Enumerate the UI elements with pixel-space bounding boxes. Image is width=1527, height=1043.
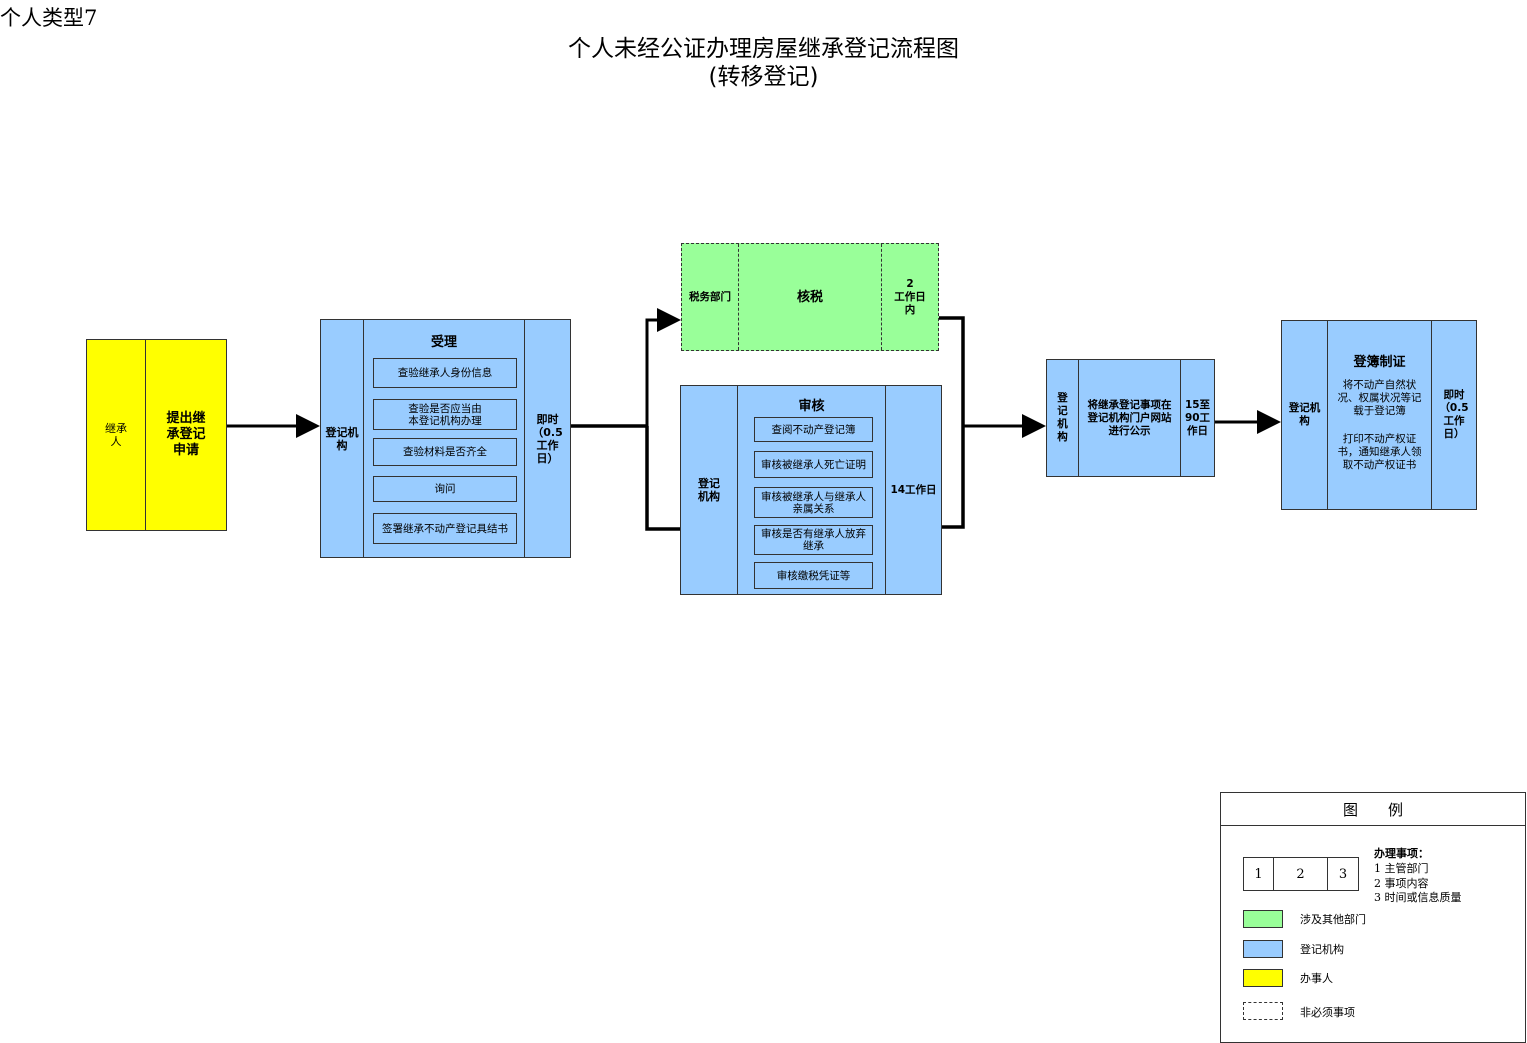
connector-from-tax (938, 316, 965, 426)
connector-from-review (942, 426, 965, 529)
step-register-header: 登簿制证 (1353, 355, 1406, 370)
accept-item: 询问 (373, 476, 517, 502)
legend-panel: 图 例 1 2 3 办理事项： 1 主管部门 2 事项内容 3 时间或信息质量 … (1220, 792, 1526, 1043)
step-register-text-record: 将不动产自然状 况、权属状况等记 载于登记簿 (1337, 379, 1422, 417)
accept-item: 查验是否应当由 本登记机构办理 (373, 399, 517, 430)
review-item: 查阅不动产登记簿 (754, 417, 873, 442)
step-apply-content: 提出继 承登记 申请 (166, 411, 206, 458)
step-review-dept: 登记 机构 (681, 386, 738, 594)
step-accept-body: 受理 查验继承人身份信息 查验是否应当由 本登记机构办理 查验材料是否齐全 询问… (364, 320, 524, 557)
legend-sample-cell: 3 (1338, 866, 1348, 882)
legend-sample-cell: 1 (1244, 858, 1274, 890)
legend-item: 1 主管部门 (1374, 862, 1429, 875)
step-tax-content: 核税 (796, 289, 823, 305)
step-accept-dept: 登记机 构 (321, 320, 364, 557)
step-apply-dept: 继承 人 (87, 340, 146, 530)
step-accept-time: 即时 （0.5 工作 日） (524, 320, 570, 557)
legend-blue-swatch (1243, 940, 1283, 958)
legend-green-label: 涉及其他部门 (1300, 913, 1366, 926)
legend-item: 2 事项内容 (1374, 877, 1429, 890)
step-tax: 税务部门 核税 2 工作日 内 (681, 243, 939, 351)
step-publish: 登 记 机 构 将继承登记事项在 登记机构门户网站 进行公示 15至 90工 作… (1046, 359, 1215, 477)
step-accept-header: 受理 (430, 335, 457, 350)
review-item: 审核是否有继承人放弃 继承 (754, 525, 873, 555)
legend-items-title: 办理事项： (1374, 847, 1429, 860)
legend-sample-cell: 2 (1274, 858, 1328, 890)
step-register-body: 登簿制证 将不动产自然状 况、权属状况等记 载于登记簿 打印不动产权证 书，通知… (1328, 321, 1431, 509)
step-register-time: 即时 （0.5 工作 日） (1431, 321, 1476, 509)
step-register-dept: 登记机 构 (1282, 321, 1328, 509)
step-tax-time: 2 工作日 内 (881, 244, 938, 350)
accept-item: 签署继承不动产登记具结书 (373, 513, 517, 544)
legend-dashed-swatch (1243, 1002, 1283, 1020)
step-review-header: 审核 (798, 399, 825, 414)
step-register: 登记机 构 登簿制证 将不动产自然状 况、权属状况等记 载于登记簿 打印不动产权… (1281, 320, 1477, 510)
step-tax-dept: 税务部门 (682, 244, 739, 350)
step-accept: 登记机 构 受理 查验继承人身份信息 查验是否应当由 本登记机构办理 查验材料是… (320, 319, 571, 558)
legend-item: 3 时间或信息质量 (1374, 891, 1462, 904)
step-apply: 继承 人 提出继 承登记 申请 (86, 339, 227, 531)
step-review: 登记 机构 审核 查阅不动产登记簿 审核被继承人死亡证明 审核被继承人与继承人 … (680, 385, 942, 595)
accept-item: 查验材料是否齐全 (373, 438, 517, 466)
step-publish-dept: 登 记 机 构 (1047, 360, 1079, 476)
accept-item: 查验继承人身份信息 (373, 358, 517, 388)
step-review-body: 审核 查阅不动产登记簿 审核被继承人死亡证明 审核被继承人与继承人 亲属关系 审… (738, 386, 885, 594)
legend-blue-label: 登记机构 (1300, 943, 1344, 956)
page-subtitle: (转移登记) (708, 64, 819, 90)
legend-dashed-label: 非必须事项 (1300, 1006, 1355, 1019)
review-item: 审核缴税凭证等 (754, 562, 873, 589)
legend-yellow-label: 办事人 (1300, 972, 1333, 985)
legend-title: 图 例 (1221, 793, 1525, 826)
step-publish-time: 15至 90工 作日 (1180, 360, 1214, 476)
page-title: 个人未经公证办理房屋继承登记流程图 (568, 36, 959, 62)
legend-sample-box: 1 2 3 (1243, 857, 1359, 891)
legend-yellow-swatch (1243, 969, 1283, 987)
step-publish-content: 将继承登记事项在 登记机构门户网站 进行公示 (1087, 398, 1172, 437)
connector-to-review (645, 426, 680, 531)
step-review-time: 14工作日 (885, 386, 941, 594)
review-item: 审核被继承人与继承人 亲属关系 (754, 487, 873, 518)
arrow-to-tax (645, 308, 681, 426)
step-register-text-certificate: 打印不动产权证 书，通知继承人领 取不动产权证书 (1337, 433, 1422, 471)
review-item: 审核被继承人死亡证明 (754, 451, 873, 478)
doc-type-label: 个人类型7 (0, 6, 98, 30)
legend-green-swatch (1243, 910, 1283, 928)
